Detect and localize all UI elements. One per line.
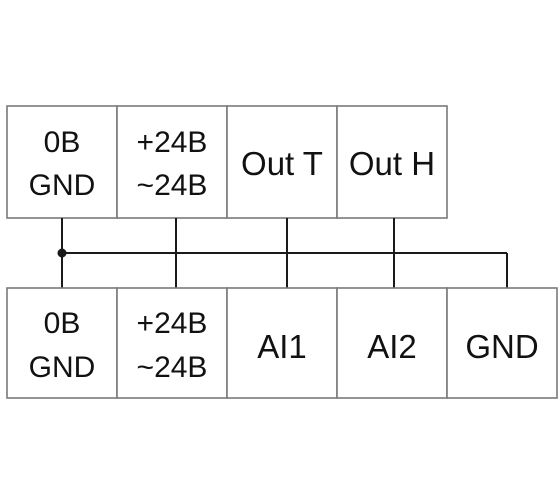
top-terminal-out-h-label: Out H [349, 145, 435, 182]
bottom-terminal-ai2-label: AI2 [367, 328, 417, 365]
bottom-terminal-gnd [446, 287, 558, 399]
top-terminal-block: 0B GND +24B ~24B Out T Out H [6, 105, 448, 219]
top-terminal-24v [116, 105, 228, 219]
bottom-terminal-0v-gnd [6, 287, 118, 399]
bottom-terminal-ai2 [336, 287, 448, 399]
junction-dot [57, 248, 67, 258]
top-terminal-ac24-label: ~24B [137, 169, 208, 202]
bottom-terminal-24v [116, 287, 228, 399]
bottom-terminal-ai1-label: AI1 [257, 328, 307, 365]
bottom-terminal-ai1 [226, 287, 338, 399]
bottom-terminal-plus24-label: +24B [137, 307, 208, 340]
top-terminal-out-t-label: Out T [241, 145, 323, 182]
top-terminal-0v-label: 0B [44, 126, 81, 159]
top-terminal-gnd-label: GND [29, 169, 96, 202]
bottom-terminal-block: 0B GND +24B ~24B AI1 AI2 GND [6, 287, 558, 399]
top-terminal-out-h [336, 105, 448, 219]
bottom-terminal-gnd-single-label: GND [465, 328, 538, 365]
bottom-terminal-gnd-label: GND [29, 351, 96, 384]
bottom-terminal-0v-label: 0B [44, 307, 81, 340]
top-terminal-plus24-label: +24B [137, 126, 208, 159]
top-terminal-out-t [226, 105, 338, 219]
wiring [57, 218, 508, 288]
bottom-terminal-ac24-label: ~24B [137, 351, 208, 384]
top-terminal-0v-gnd [6, 105, 118, 219]
